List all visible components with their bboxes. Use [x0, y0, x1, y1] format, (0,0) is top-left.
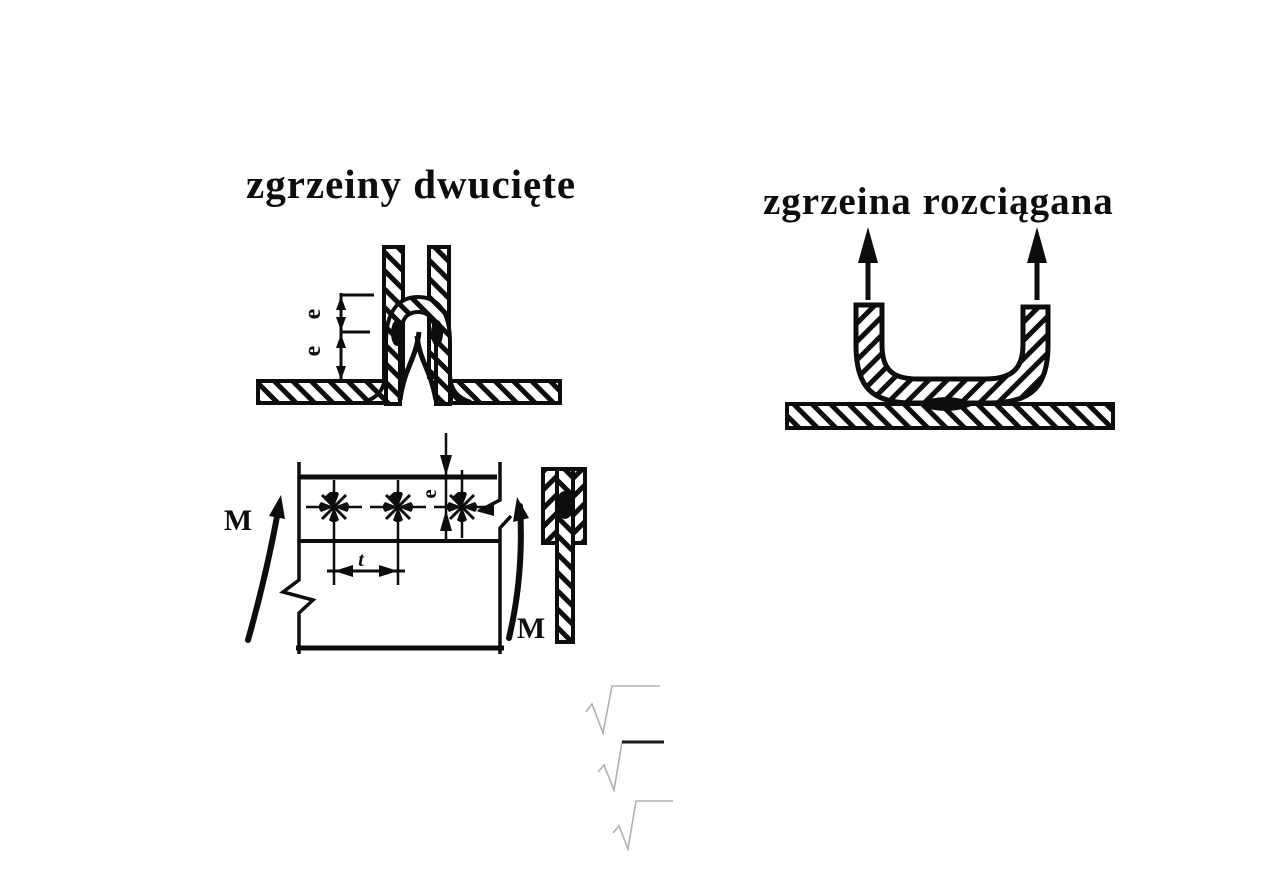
arrowhead — [336, 334, 346, 348]
arrowhead — [440, 455, 452, 476]
right-figure-title: zgrzeina rozciągana — [763, 180, 1114, 223]
spot-weld-symbol-3 — [445, 490, 479, 524]
double-cut-weld-cross-section: e e — [256, 245, 562, 406]
spot-weld-symbol-1 — [317, 490, 351, 524]
arrowhead — [336, 296, 346, 310]
arrowhead — [858, 227, 878, 263]
tension-arrow-right — [1027, 227, 1047, 300]
side-view-cover-plate-left — [541, 467, 559, 545]
tensile-weld-diagram — [785, 227, 1115, 430]
sqrt-mark-1 — [585, 685, 660, 736]
arrowhead — [440, 510, 452, 531]
flare-left — [363, 373, 387, 404]
spot-weld-symbol-2 — [381, 490, 415, 524]
moment-arrowhead-right — [513, 497, 529, 522]
e-dimension-ladder — [328, 293, 380, 383]
sqrt-mark-3 — [612, 800, 673, 852]
sqrt-mark-2 — [597, 741, 623, 793]
arrowhead — [379, 565, 398, 577]
left-figure-title: zgrzeiny dwucięte — [246, 161, 577, 207]
arrowhead — [1027, 227, 1047, 263]
right-edge-with-break — [478, 462, 513, 654]
left-edge-with-break — [279, 462, 317, 654]
pitch-dimension — [327, 565, 405, 577]
break-arrow — [476, 504, 494, 516]
edge-distance-dimension — [440, 433, 452, 540]
fold-curve-right — [414, 335, 439, 401]
edge-distance-label: e — [417, 489, 441, 498]
moment-arrowhead-left — [269, 495, 285, 519]
moment-label-left: M — [224, 504, 252, 537]
plate-outline — [279, 462, 513, 654]
u-channel — [853, 302, 1051, 406]
joint-side-view — [541, 467, 587, 644]
pitch-label: t — [358, 549, 365, 571]
stray-sqrt-marks — [585, 685, 673, 852]
weld-nugget-left — [391, 320, 403, 346]
arrowhead — [336, 317, 346, 331]
side-view-weld-nugget — [556, 491, 574, 519]
arrowhead — [334, 565, 353, 577]
tension-arrow-left — [858, 227, 878, 300]
weld-centerlines — [306, 470, 487, 585]
e-label-upper: e — [300, 308, 326, 319]
weld-row-plan-view: t e M M — [224, 433, 587, 654]
e-label-lower: e — [300, 345, 326, 356]
weld-nugget-right — [431, 320, 443, 346]
moment-arrow-left — [245, 503, 282, 643]
arrowhead — [336, 366, 346, 380]
flare-right — [448, 373, 472, 404]
side-view-cover-plate-right — [571, 467, 587, 545]
moment-arrow-right — [506, 503, 524, 641]
moment-label-right: M — [517, 612, 545, 645]
weld-nugget — [916, 397, 976, 411]
